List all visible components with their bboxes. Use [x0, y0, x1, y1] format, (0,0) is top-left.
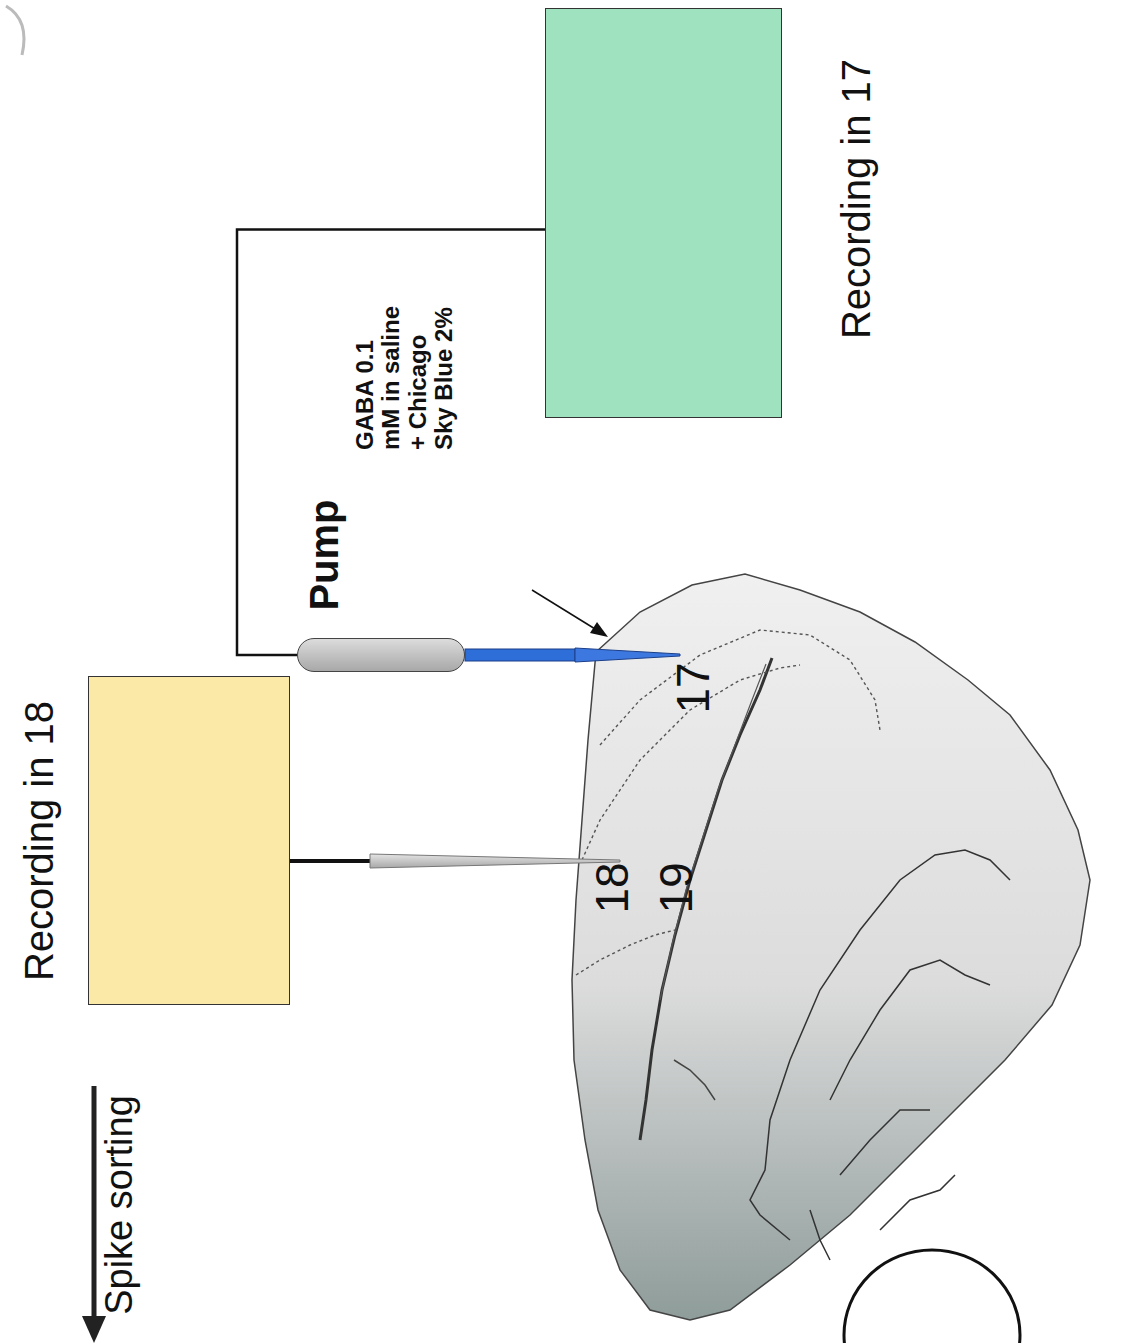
pipette-tip — [575, 648, 680, 662]
pump: Pump — [297, 638, 465, 672]
solution-note: GABA 0.1 mM in saline + Chicago Sky Blue… — [352, 300, 458, 450]
sulcus — [660, 664, 766, 1000]
brain-outline — [572, 574, 1090, 1320]
node-heading: Pump — [302, 499, 346, 610]
sorting-arrow — [92, 1086, 97, 1322]
pump-tube — [465, 649, 575, 661]
area-number: 18 — [587, 862, 638, 913]
recording-box: Recording in 18 — [88, 676, 290, 1005]
process-label: Spike sorting — [99, 1095, 141, 1315]
sulcus — [810, 1210, 830, 1260]
callout-arrow — [532, 590, 600, 632]
area-number: 17 — [668, 662, 719, 713]
circle-marker — [844, 1250, 1020, 1343]
sulcus — [750, 850, 1010, 1240]
area-border — [576, 930, 675, 975]
corner-arc — [6, 6, 24, 55]
recording-electrode — [370, 854, 620, 868]
sulcus — [840, 1110, 930, 1175]
recording-box: Recording in 17 — [545, 8, 782, 418]
sulcus — [640, 658, 772, 1140]
node-heading: Recording in 17 — [834, 59, 878, 339]
sorting-arrowhead — [82, 1316, 106, 1343]
callout-arrowhead — [590, 622, 608, 637]
sulcus — [830, 960, 990, 1100]
sulcus — [674, 1060, 715, 1100]
area-number: 19 — [651, 862, 702, 913]
tubing-line — [237, 229, 545, 655]
node-heading: Recording in 18 — [17, 701, 61, 981]
area-border — [600, 630, 880, 745]
electrode-wire — [290, 859, 370, 863]
sulcus — [880, 1175, 955, 1230]
